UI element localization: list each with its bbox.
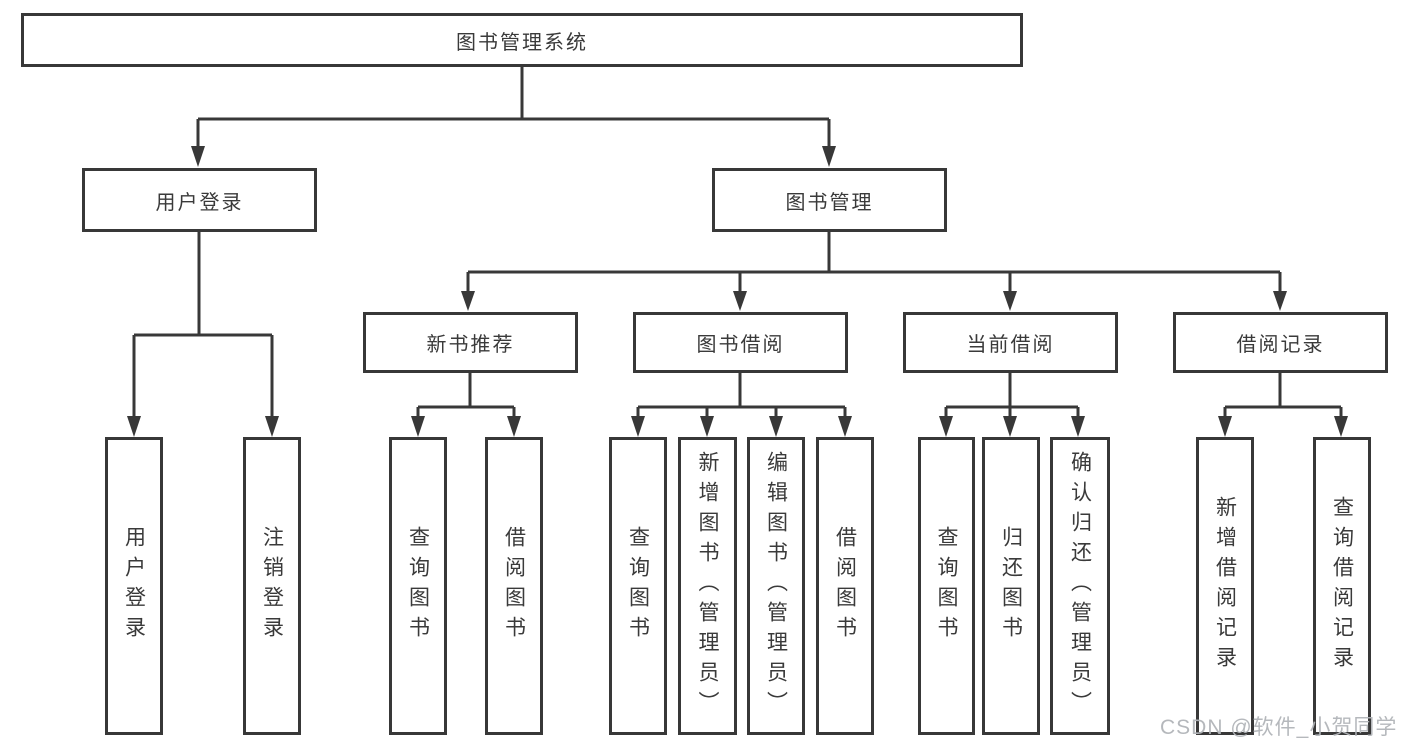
leaf-return-books: 归还图书 <box>982 437 1040 735</box>
node-user-login: 用户登录 <box>82 168 317 232</box>
csdn-watermark: CSDN @软件_小贺同学 <box>1160 716 1398 739</box>
node-book-borrow: 图书借阅 <box>633 312 848 373</box>
node-book-management: 图书管理 <box>712 168 947 232</box>
node-root: 图书管理系统 <box>21 13 1023 67</box>
node-new-book-recommend: 新书推荐 <box>363 312 578 373</box>
leaf-query-books-borrow: 查询图书 <box>609 437 667 735</box>
leaf-query-books-current: 查询图书 <box>918 437 975 735</box>
leaf-add-books-admin: 新增图书（管理员） <box>678 437 737 735</box>
leaf-query-borrow-record: 查询借阅记录 <box>1313 437 1371 735</box>
leaf-borrow-books-recommend: 借阅图书 <box>485 437 543 735</box>
leaf-confirm-return-admin: 确认归还（管理员） <box>1050 437 1110 735</box>
node-borrow-records: 借阅记录 <box>1173 312 1388 373</box>
leaf-add-borrow-record: 新增借阅记录 <box>1196 437 1254 735</box>
leaf-logout: 注销登录 <box>243 437 301 735</box>
leaf-edit-books-admin: 编辑图书（管理员） <box>747 437 805 735</box>
node-current-borrow: 当前借阅 <box>903 312 1118 373</box>
leaf-query-books-recommend: 查询图书 <box>389 437 447 735</box>
leaf-user-login: 用户登录 <box>105 437 163 735</box>
leaf-borrow-books: 借阅图书 <box>816 437 874 735</box>
